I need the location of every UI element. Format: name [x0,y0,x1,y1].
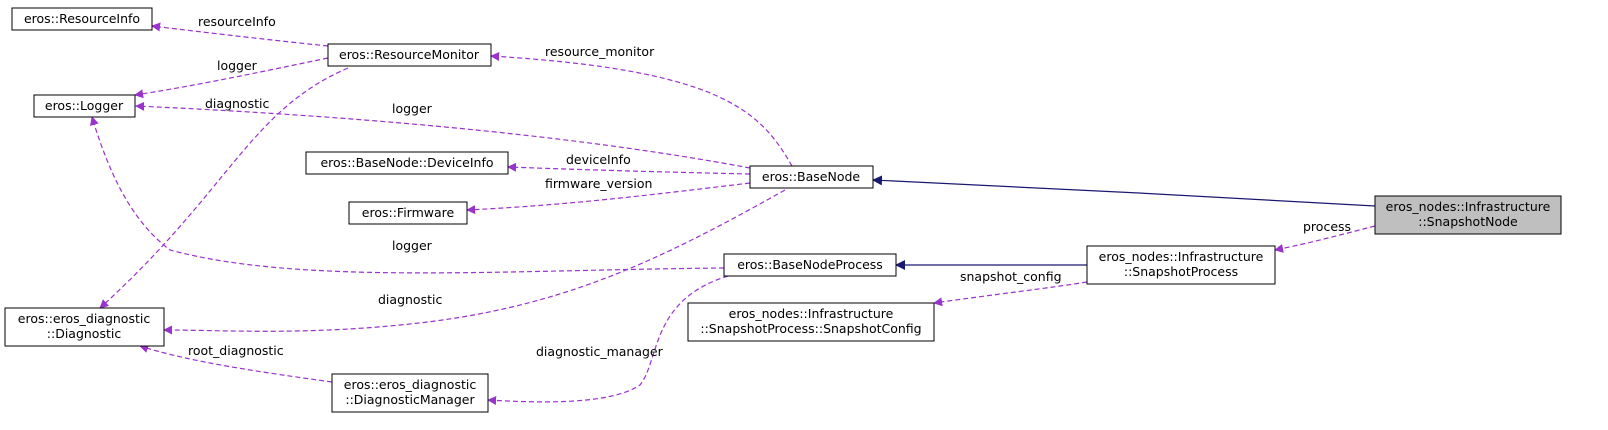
edge-diagnosticmanager-diagnostic [139,344,333,383]
edge-basenode-diagnostic [163,189,786,335]
node-device-info[interactable]: eros::BaseNode::DeviceInfo [305,151,509,175]
edge-label-resource-monitor: resource_monitor [545,44,655,59]
node-label: eros::BaseNode [762,169,861,184]
node-logger[interactable]: eros::Logger [33,94,136,118]
edge-snapshotprocess-snapshotconfig [933,281,1088,307]
edge-label-deviceinfo: deviceInfo [566,152,631,167]
edge-snapshotnode-snapshotprocess [1274,225,1376,253]
node-snapshot-process[interactable]: eros_nodes::Infrastructure ::SnapshotPro… [1086,245,1276,285]
edge-label-resourceinfo: resourceInfo [198,14,276,29]
node-label-line-2: ::DiagnosticManager [345,392,475,407]
node-label: eros::ResourceMonitor [339,47,480,62]
edge-resourcemonitor-resourceinfo [151,22,329,47]
edge-label-logger-basenode: logger [392,101,433,116]
node-label-line-2: ::SnapshotProcess [1124,264,1238,279]
node-diagnostic[interactable]: eros::eros_diagnostic ::Diagnostic [4,307,165,347]
edge-label-snapshot-config: snapshot_config [960,269,1062,284]
node-snapshot-config[interactable]: eros_nodes::Infrastructure ::SnapshotPro… [687,302,935,342]
edge-basenodeprocess-logger [90,116,725,274]
node-label-line-1: eros::eros_diagnostic [344,377,477,392]
edge-label-logger-basenodeprocess: logger [392,238,433,253]
edge-label-diagnostic-manager: diagnostic_manager [536,344,664,359]
edge-label-diagnostic-resourcemonitor: diagnostic [205,96,269,111]
edge-resourcemonitor-logger [134,57,329,99]
node-label-line-1: eros_nodes::Infrastructure [729,306,894,321]
edge-basenodeprocess-diagnosticmanager [487,275,729,405]
edge-resourcemonitor-diagnostic [99,67,349,309]
edge-label-root-diagnostic: root_diagnostic [188,343,284,358]
node-base-node-process[interactable]: eros::BaseNodeProcess [723,253,897,277]
node-label: eros::BaseNodeProcess [737,257,883,272]
edge-label-process: process [1303,219,1351,234]
node-resource-monitor[interactable]: eros::ResourceMonitor [327,43,492,67]
edge-label-diagnostic-basenode: diagnostic [378,292,442,307]
node-resource-info[interactable]: eros::ResourceInfo [11,7,153,31]
node-label: eros::BaseNode::DeviceInfo [320,155,493,170]
edge-label-firmware-version: firmware_version [545,176,652,191]
edge-basenode-logger [135,101,751,169]
edge-basenode-resourcemonitor [490,52,793,167]
node-label-line-2: ::Diagnostic [47,326,122,341]
node-base-node[interactable]: eros::BaseNode [749,165,874,189]
node-label: eros::ResourceInfo [24,11,140,26]
node-label-line-2: ::SnapshotNode [1418,214,1518,229]
edge-basenode-deviceinfo [507,162,751,175]
node-diagnostic-manager[interactable]: eros::eros_diagnostic ::DiagnosticManage… [331,373,489,413]
edge-label-logger-resourcemonitor: logger [217,58,258,73]
node-label-line-1: eros_nodes::Infrastructure [1386,199,1551,214]
node-label: eros::Firmware [362,205,455,220]
edge-snapshotnode-inherits-basenode [872,175,1376,207]
node-label-line-1: eros::eros_diagnostic [18,311,151,326]
node-snapshot-node[interactable]: eros_nodes::Infrastructure ::SnapshotNod… [1374,195,1562,235]
node-label-line-2: ::SnapshotProcess::SnapshotConfig [700,321,921,336]
node-label-line-1: eros_nodes::Infrastructure [1099,249,1264,264]
node-label: eros::Logger [45,98,124,113]
node-firmware[interactable]: eros::Firmware [348,201,468,225]
